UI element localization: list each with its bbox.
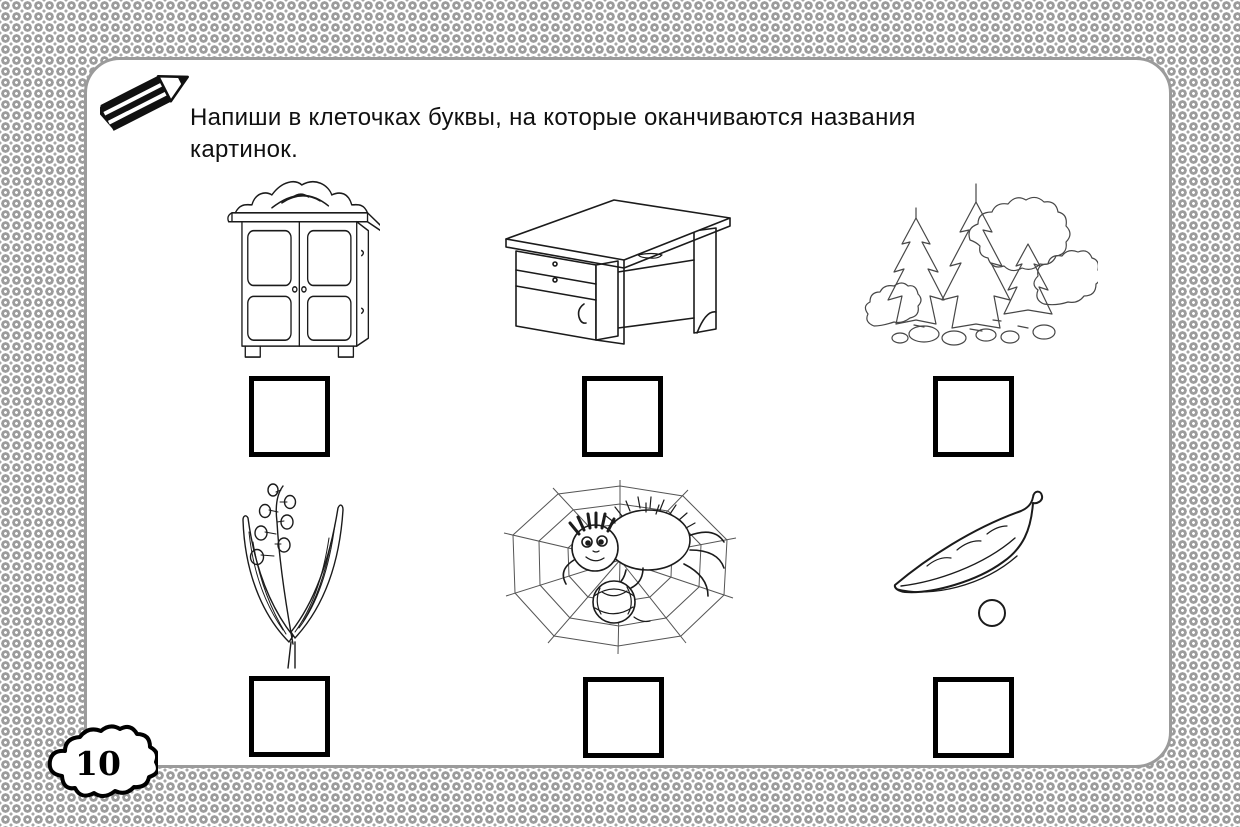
answer-box-lily[interactable] xyxy=(249,676,330,757)
picture-lily-of-the-valley xyxy=(215,480,370,670)
answer-box-desk[interactable] xyxy=(582,376,663,457)
picture-pea-pod xyxy=(885,486,1060,638)
page-number: 10 xyxy=(75,744,121,783)
answer-box-peapod[interactable] xyxy=(933,677,1014,758)
answer-box-spider[interactable] xyxy=(583,677,664,758)
picture-forest xyxy=(858,182,1098,350)
picture-spider-with-yarn-on-web xyxy=(498,478,743,656)
answer-box-forest[interactable] xyxy=(933,376,1014,457)
instruction-text: Напиши в клеточках буквы, на которые ока… xyxy=(190,104,916,163)
picture-desk xyxy=(498,192,738,352)
pencil-icon xyxy=(100,74,189,131)
answer-box-wardrobe[interactable] xyxy=(249,376,330,457)
picture-wardrobe xyxy=(222,177,380,368)
page-number-cloud: 10 xyxy=(47,724,158,798)
